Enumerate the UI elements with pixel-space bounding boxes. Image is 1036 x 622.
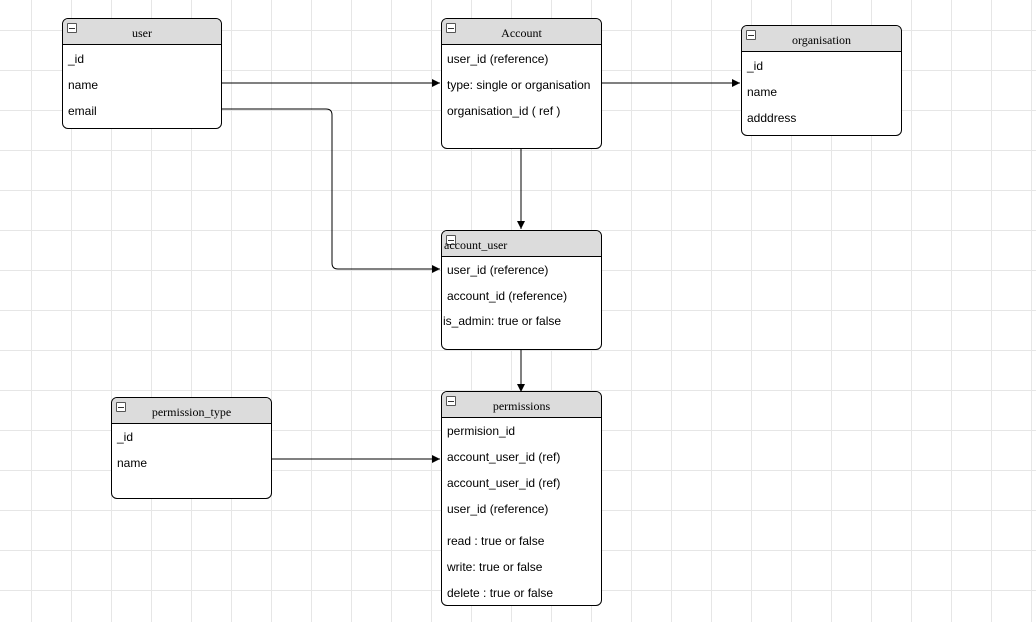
collapse-icon[interactable] — [446, 396, 456, 406]
field-id: _id — [68, 52, 85, 66]
entity-header[interactable]: permissions — [442, 392, 601, 418]
collapse-icon[interactable] — [67, 23, 77, 33]
field-type: type: single or organisation — [447, 78, 591, 92]
field-permission-id: permision_id — [447, 424, 516, 438]
entity-title: Account — [501, 26, 542, 40]
field-read: read : true or false — [447, 534, 545, 548]
field-address: adddress — [747, 111, 797, 125]
entity-header[interactable]: account_user — [442, 231, 601, 257]
field-id: _id — [117, 430, 134, 444]
collapse-icon[interactable] — [446, 23, 456, 33]
entity-permissions[interactable]: permissions permision_id account_user_id… — [441, 391, 602, 606]
field-account-user-id: account_user_id (ref) — [447, 450, 561, 464]
field-organisation-id: organisation_id ( ref ) — [447, 104, 561, 118]
field-name: name — [68, 78, 99, 92]
field-user-id: user_id (reference) — [447, 52, 549, 66]
entity-title: permissions — [492, 399, 551, 413]
entity-header[interactable]: organisation — [742, 26, 901, 52]
edge-user-email-to-account-user[interactable] — [221, 108, 440, 273]
field-name: name — [117, 456, 148, 470]
field-email: email — [68, 104, 97, 118]
entity-user[interactable]: user _id name email — [62, 18, 222, 129]
field-user-id: user_id (reference) — [447, 263, 549, 277]
field-account-user-id-2: account_user_id (ref) — [447, 476, 561, 490]
entity-header[interactable]: user — [63, 19, 221, 45]
entity-header[interactable]: Account — [442, 19, 601, 45]
field-account-id: account_id (reference) — [447, 289, 568, 303]
field-write: write: true or false — [447, 560, 543, 574]
entity-title: organisation — [791, 33, 852, 47]
entity-title: account_user — [444, 238, 508, 252]
entity-title: user — [132, 26, 152, 40]
entity-header[interactable]: permission_type — [112, 398, 271, 424]
entity-title: permission_type — [151, 405, 232, 419]
collapse-icon[interactable] — [116, 402, 126, 412]
entity-account-user[interactable]: account_user user_id (reference) account… — [441, 230, 602, 350]
field-is-admin: is_admin: true or false — [443, 314, 562, 328]
collapse-icon[interactable] — [446, 235, 456, 245]
entity-organisation[interactable]: organisation _id name adddress — [741, 25, 902, 136]
collapse-icon[interactable] — [746, 30, 756, 40]
entity-account[interactable]: Account user_id (reference) type: single… — [441, 18, 602, 149]
entity-permission-type[interactable]: permission_type _id name — [111, 397, 272, 499]
field-id: _id — [747, 59, 764, 73]
field-delete: delete : true or false — [447, 586, 554, 600]
field-user-id: user_id (reference) — [447, 502, 549, 516]
field-name: name — [747, 85, 778, 99]
